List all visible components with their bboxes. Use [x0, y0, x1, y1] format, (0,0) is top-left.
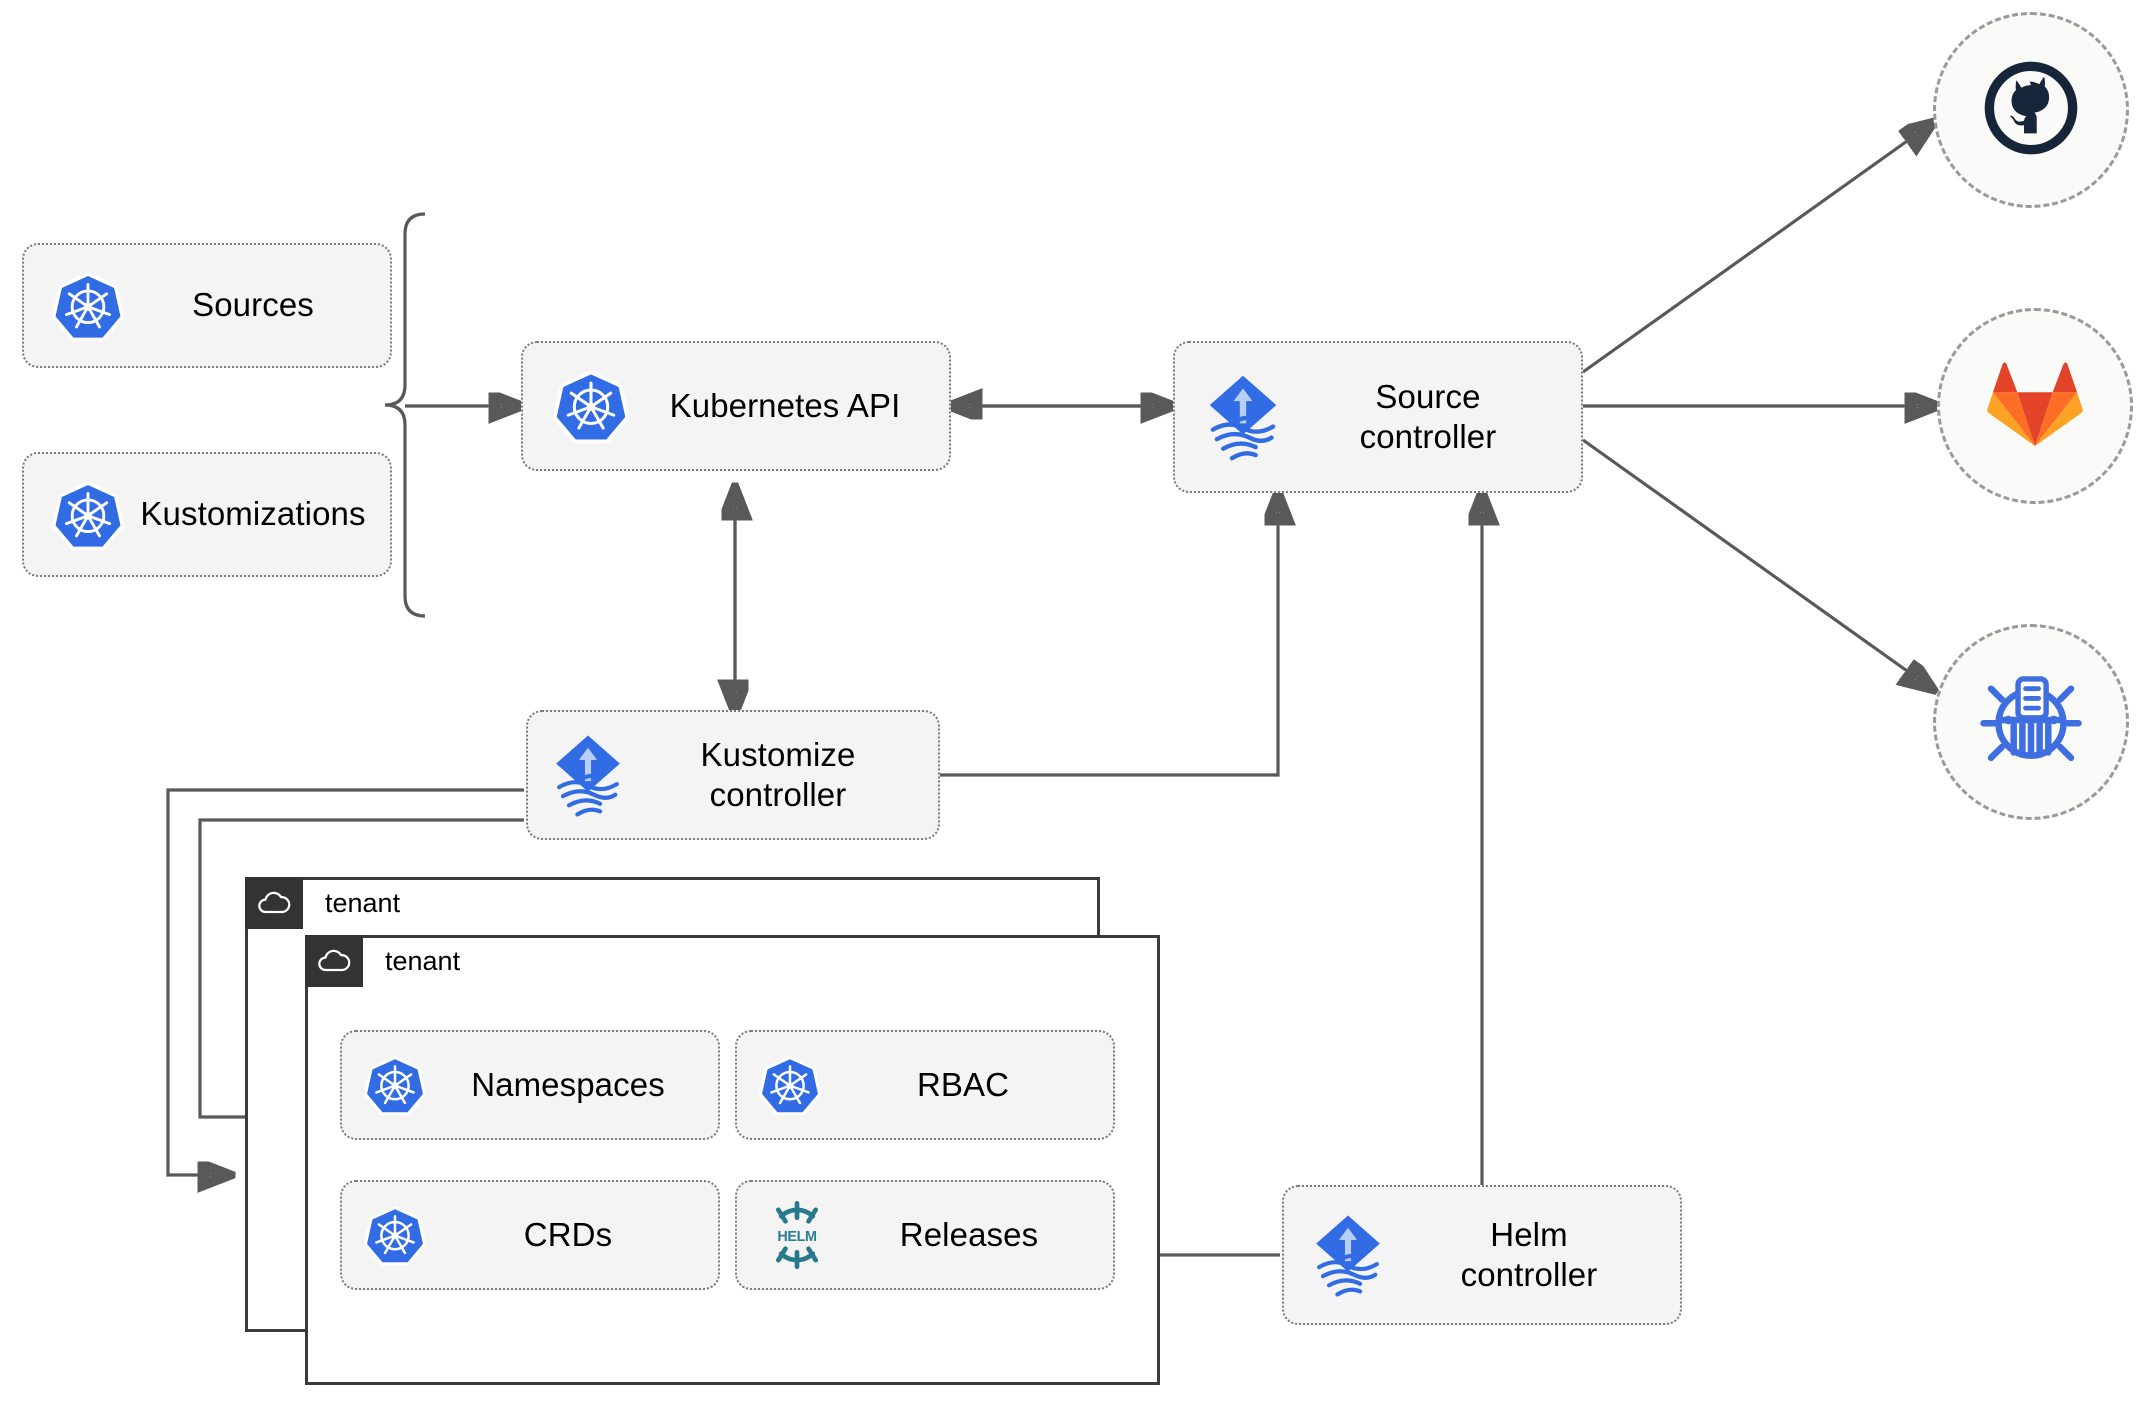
node-crds[interactable]: CRDs	[340, 1180, 720, 1290]
node-namespaces[interactable]: Namespaces	[340, 1030, 720, 1140]
repo-circle-github[interactable]	[1933, 12, 2129, 208]
tenant-back-header: tenant	[245, 877, 400, 929]
node-crds-label: CRDs	[523, 1215, 613, 1253]
tenant-box-front[interactable]: tenant	[305, 935, 1160, 1385]
flux-icon	[1203, 371, 1283, 463]
tenant-front-header: tenant	[305, 935, 460, 987]
node-rbac[interactable]: RBAC	[735, 1030, 1115, 1140]
helm-icon: HELM	[761, 1199, 833, 1271]
kubernetes-icon	[52, 270, 124, 342]
gitlab-icon	[1986, 358, 2084, 455]
node-kubernetes-api-label: Kubernetes API	[669, 386, 901, 424]
node-helm-controller-label: Helm controller	[1460, 1215, 1598, 1293]
kubernetes-icon	[759, 1054, 821, 1116]
kubernetes-icon	[364, 1204, 426, 1266]
node-sources[interactable]: Sources	[22, 243, 392, 368]
tenant-front-label: tenant	[385, 945, 461, 976]
kubernetes-icon	[364, 1054, 426, 1116]
node-kustomize-controller-label: Kustomize controller	[700, 735, 856, 813]
node-namespaces-label: Namespaces	[471, 1065, 665, 1103]
node-helm-controller[interactable]: Helm controller	[1282, 1185, 1682, 1325]
helm-repository-icon	[1977, 666, 2085, 779]
flux-icon	[1310, 1211, 1386, 1299]
kubernetes-icon	[553, 368, 629, 444]
repo-circle-gitlab[interactable]	[1937, 308, 2133, 504]
helm-wordmark: HELM	[777, 1229, 817, 1245]
repo-circle-helm-repository[interactable]	[1933, 624, 2129, 820]
tenant-back-label: tenant	[325, 887, 401, 918]
node-kustomizations-label: Kustomizations	[140, 495, 366, 533]
wire-source-to-helm-repository	[1582, 438, 1931, 688]
node-kubernetes-api[interactable]: Kubernetes API	[521, 341, 951, 471]
node-rbac-label: RBAC	[916, 1065, 1010, 1103]
cloud-icon	[245, 877, 303, 929]
cloud-icon	[305, 935, 363, 987]
wire-source-to-github	[1582, 124, 1931, 374]
kubernetes-icon	[52, 479, 124, 551]
wire-kustomize-to-source	[940, 495, 1278, 777]
node-releases[interactable]: HELM Releases	[735, 1180, 1115, 1290]
node-sources-label: Sources	[192, 286, 314, 324]
node-releases-label: Releases	[899, 1215, 1039, 1253]
node-source-controller[interactable]: Source controller	[1173, 341, 1583, 493]
node-kustomize-controller[interactable]: Kustomize controller	[526, 710, 940, 840]
node-kustomizations[interactable]: Kustomizations	[22, 452, 392, 577]
flux-icon	[550, 731, 626, 819]
node-source-controller-label: Source controller	[1359, 377, 1497, 455]
github-icon	[1980, 57, 2082, 164]
